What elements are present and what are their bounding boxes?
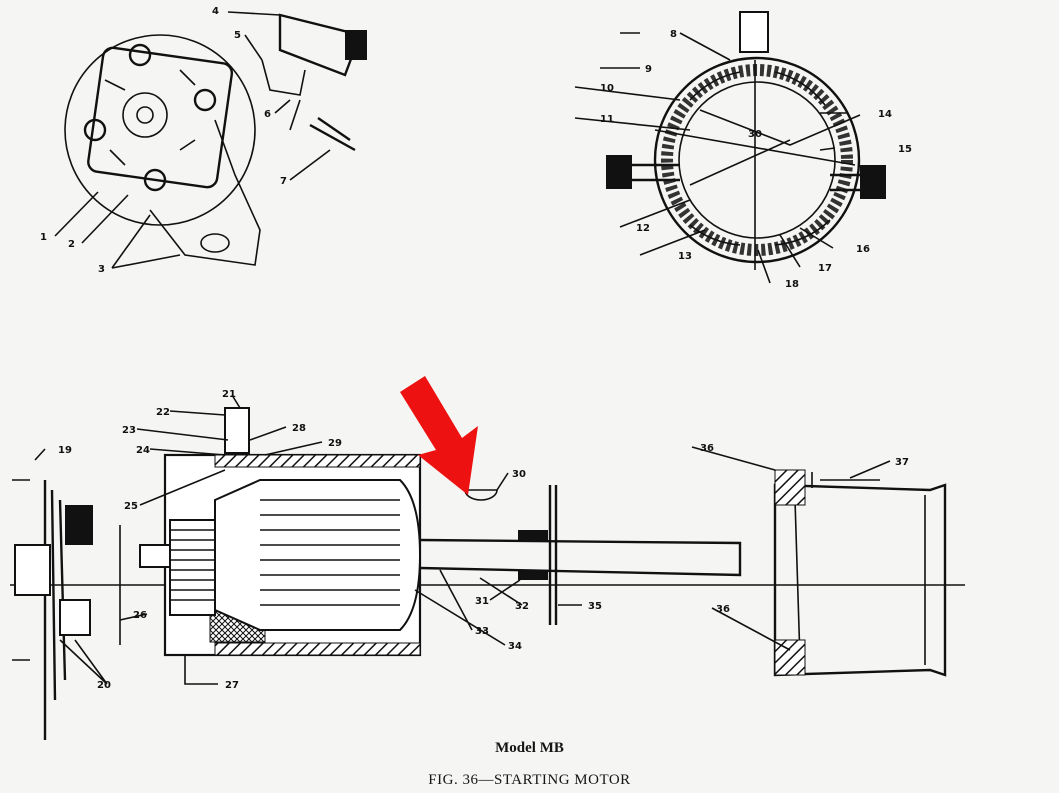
callout: 31: [475, 596, 489, 607]
figure-caption: FIG. 36—STARTING MOTOR: [428, 772, 631, 788]
callout: 30: [748, 129, 762, 140]
commutator-end-plate: [54, 11, 367, 269]
callout-labels-end-plate: 4 5 6 7 1 2 3: [40, 6, 287, 275]
callout: 13: [678, 251, 692, 262]
callout: 27: [225, 680, 239, 691]
callout: 26: [133, 610, 147, 621]
callout: 30: [512, 469, 526, 480]
callout: 10: [600, 83, 614, 94]
motor-assembly: [10, 394, 965, 740]
callout: 18: [785, 279, 799, 290]
callout: 36: [700, 443, 714, 454]
callout: 36: [716, 604, 730, 615]
callout: 17: [818, 263, 832, 274]
callout: 9: [645, 64, 652, 75]
model-label: Model MB: [495, 740, 564, 756]
callout: 8: [670, 29, 677, 40]
callout: 25: [124, 501, 138, 512]
callout: 28: [292, 423, 306, 434]
highlight-arrow: [400, 376, 478, 495]
callout: 37: [895, 457, 909, 468]
callout: 20: [97, 680, 111, 691]
callout: 1: [40, 232, 47, 243]
callout: 21: [222, 389, 236, 400]
callout: 33: [475, 626, 489, 637]
callout: 34: [508, 641, 522, 652]
callout: 3: [98, 264, 105, 275]
callout: 2: [68, 239, 75, 250]
callout-labels-assembly: 19 20 21 22 23 24 25 26 27 28 29 30 31 3…: [58, 389, 909, 691]
callout: 19: [58, 445, 72, 456]
callout: 24: [136, 445, 150, 456]
callout: 15: [898, 144, 912, 155]
callout: 11: [600, 114, 614, 125]
callout: 14: [878, 109, 892, 120]
callout: 7: [280, 176, 287, 187]
callout: 6: [264, 109, 271, 120]
field-frame-section: [574, 11, 886, 284]
callout: 4: [212, 6, 219, 17]
callout: 29: [328, 438, 342, 449]
callout: 32: [515, 601, 529, 612]
callout: 22: [156, 407, 170, 418]
callout: 16: [856, 244, 870, 255]
callout: 12: [636, 223, 650, 234]
callout: 23: [122, 425, 136, 436]
callout: 35: [588, 601, 602, 612]
callout: 5: [234, 30, 241, 41]
callout-labels-field-frame: 8 9 10 11 30 14 15 12 13 16 17 18: [600, 29, 912, 290]
